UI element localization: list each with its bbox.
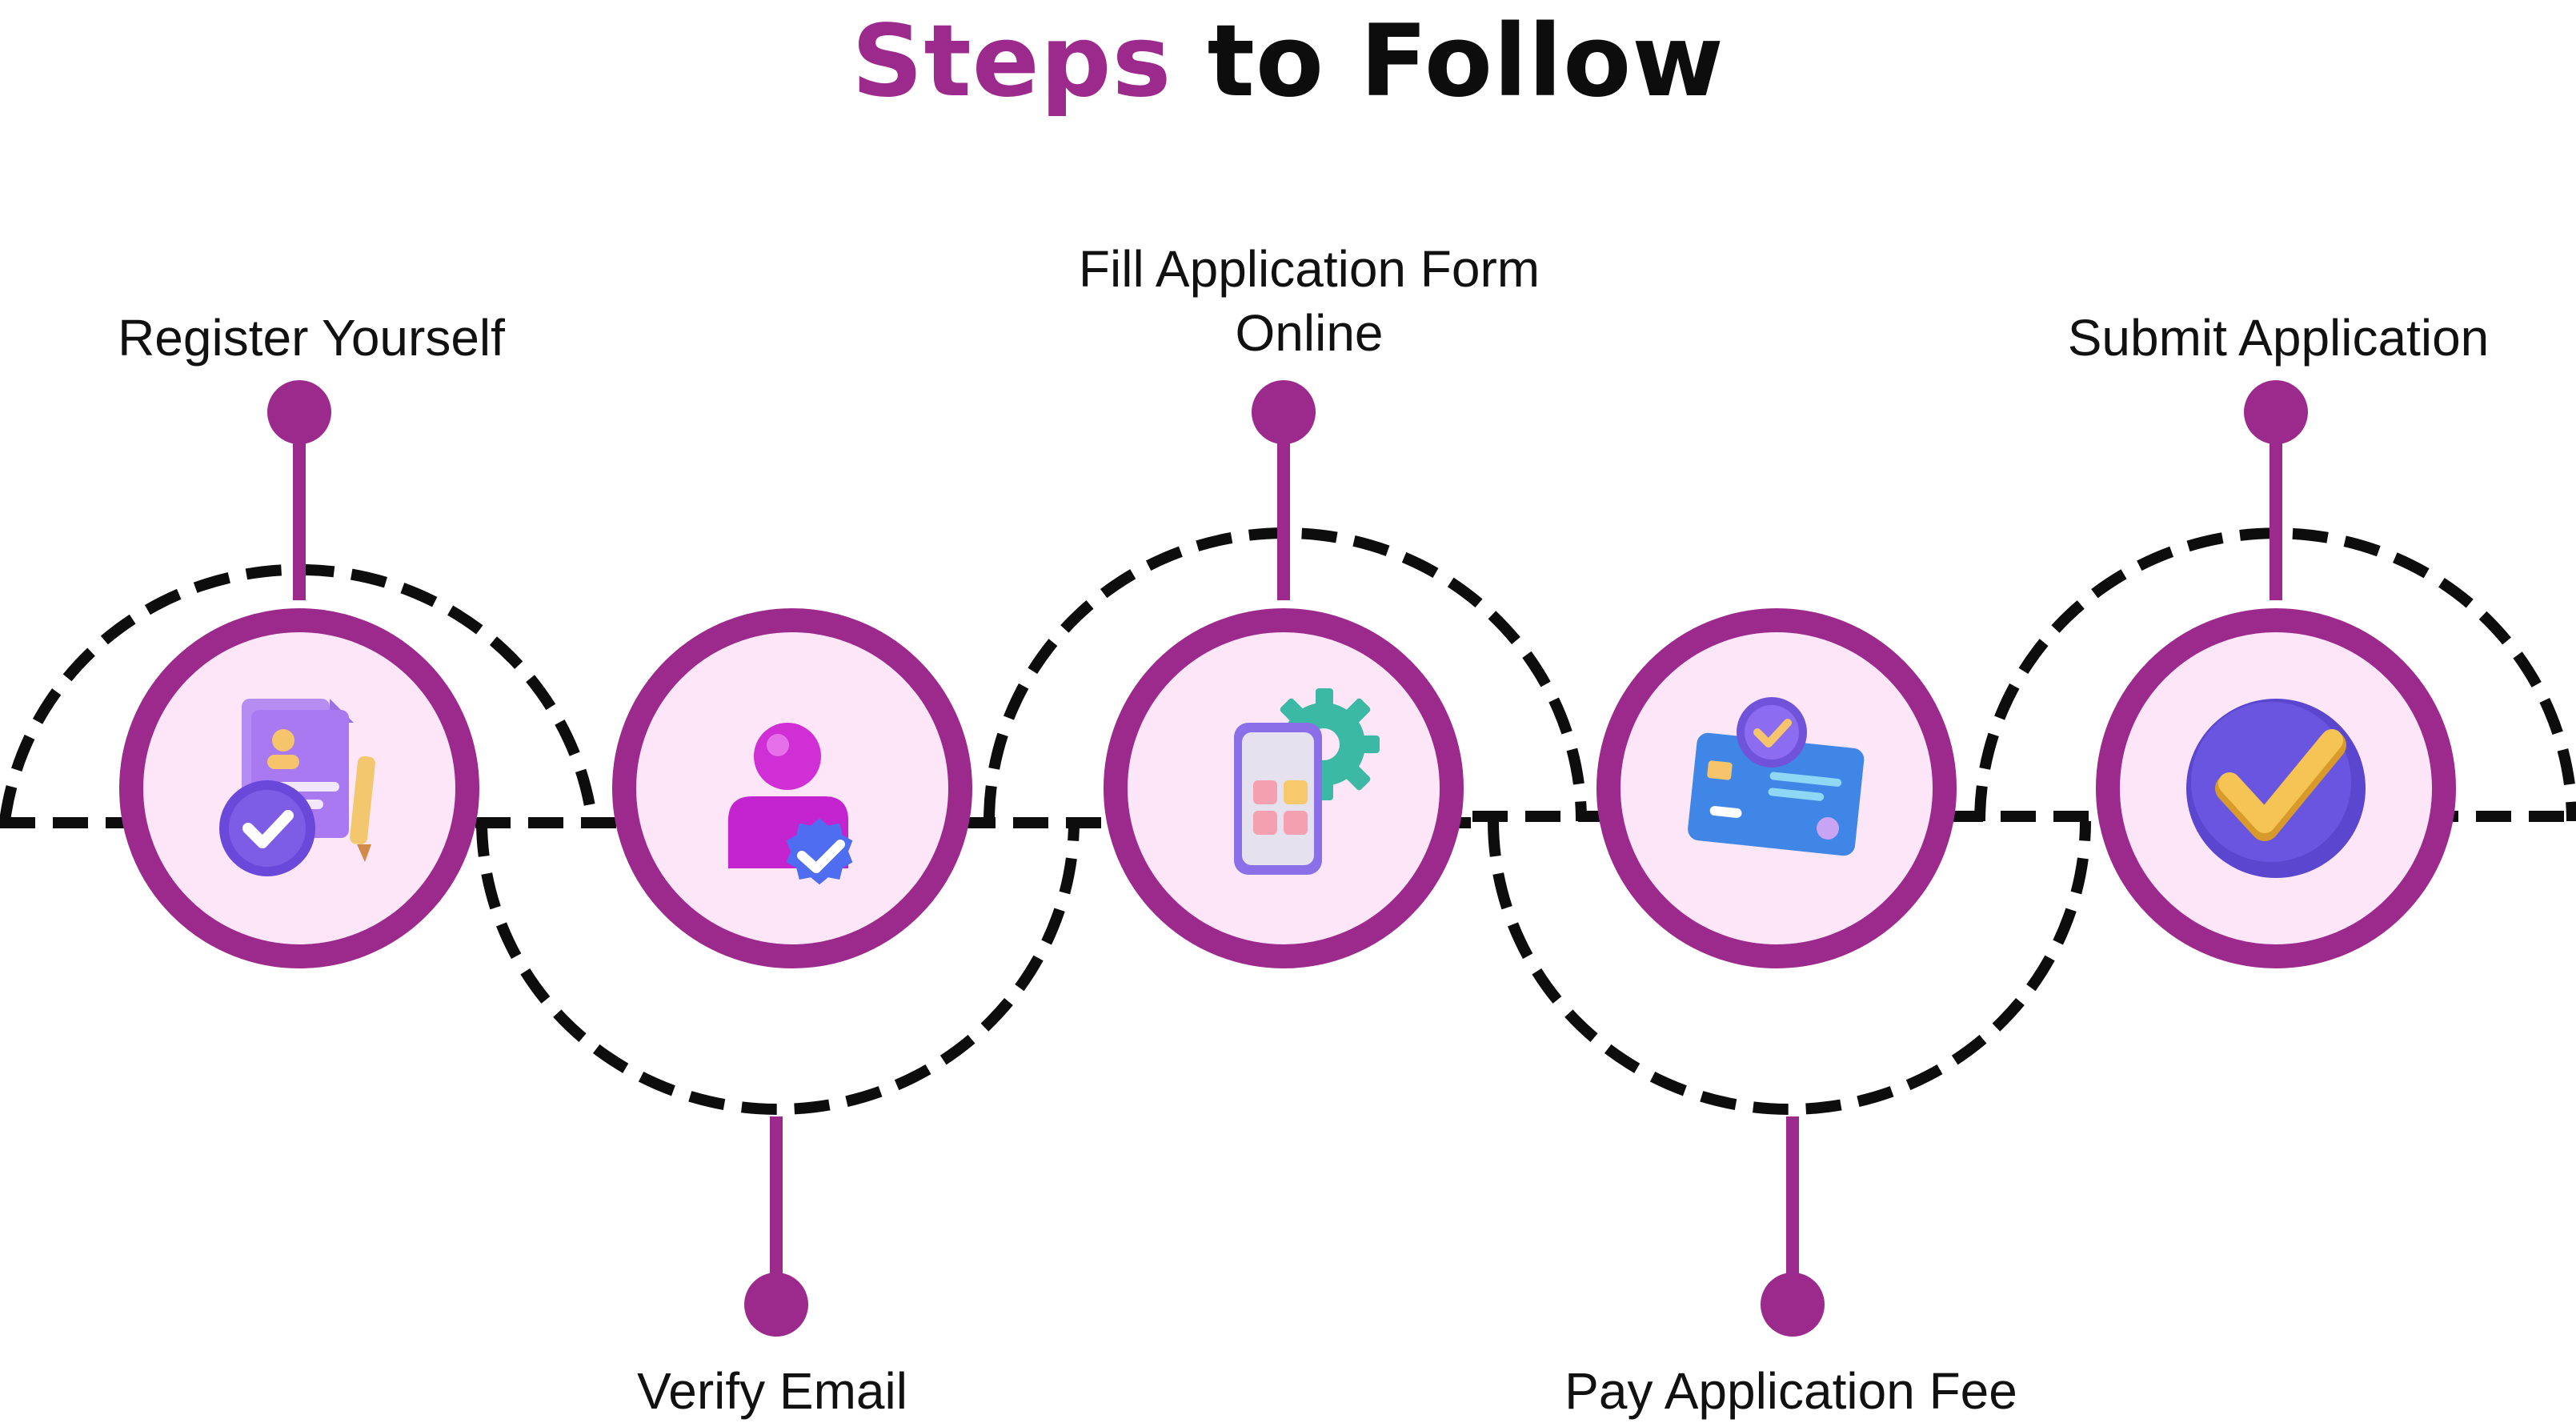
arc-2 (476, 820, 1080, 1115)
step-label-pay-fee: Pay Application Fee (1564, 1362, 2017, 1420)
credit-card-check-icon (1688, 697, 1865, 856)
connector-dot (1761, 1273, 1825, 1337)
page-title: Steps to Follow (0, 2, 2576, 122)
arc-3 (984, 527, 1587, 822)
arc-5 (1974, 527, 2576, 822)
document-check-pencil-icon (219, 699, 375, 876)
connector-dot (2244, 380, 2308, 444)
user-verified-badge-icon (728, 723, 853, 885)
step-label-verify-email: Verify Email (637, 1362, 907, 1420)
title-accent: Steps (851, 4, 1172, 119)
arc-4 (1488, 820, 2091, 1115)
title-rest: to Follow (1207, 4, 1725, 119)
connector-dot (267, 380, 331, 444)
connector-dot (744, 1273, 808, 1337)
checkmark-circle-icon (2186, 699, 2366, 878)
step-label-submit: Submit Application (2067, 309, 2490, 367)
connector-dot (1252, 380, 1316, 444)
step-label-fill-form: Fill Application Form Online (1078, 240, 1540, 362)
phone-gear-icon (1234, 688, 1380, 875)
arc-1 (0, 563, 598, 822)
step-label-register: Register Yourself (118, 309, 505, 367)
